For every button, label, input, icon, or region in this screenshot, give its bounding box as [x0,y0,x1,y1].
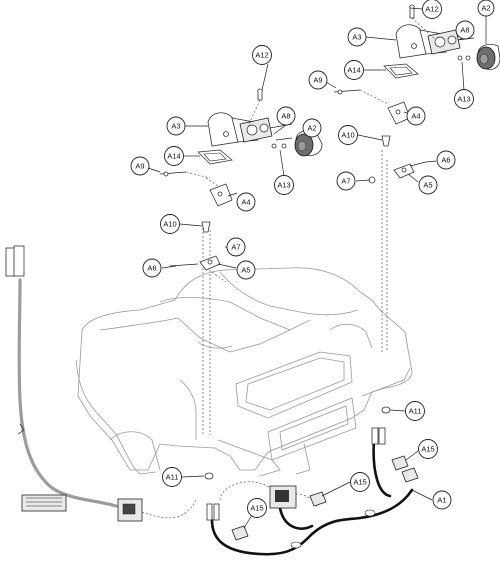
left-wiring-harness [5,245,197,522]
callout-a4-right: A4 [406,106,426,126]
connector-a15-group [231,455,419,541]
callout-label: A12 [425,5,438,14]
callout-a7-left: A7 [226,237,246,257]
callout-label: A12 [255,51,268,60]
callout-a2-left: A2 [302,118,322,138]
callout-a15-center: A15 [350,472,370,492]
callout-label: A3 [352,33,361,42]
callout-label: A4 [241,198,250,207]
callout-label: A10 [163,220,176,229]
callout-label: A6 [441,156,450,165]
callout-label: A9 [313,76,322,85]
callout-a11-right: A11 [405,401,425,421]
callout-label: A15 [250,504,263,513]
callout-label: A10 [341,131,354,140]
callout-a12-right: A12 [422,0,442,19]
callout-label: A8 [460,26,469,35]
callout-a14-left: A14 [164,146,184,166]
harness-plug-left [21,494,67,512]
main-harness-a1 [206,427,414,556]
callout-label: A11 [166,473,179,482]
callout-label: A9 [135,162,144,171]
callout-label: A7 [341,177,350,186]
callout-a8-right: A8 [455,20,475,40]
callout-a1: A1 [432,490,452,510]
left-light-assembly [159,88,323,283]
right-bulb-a12 [409,4,415,19]
callout-label: A6 [147,264,156,273]
callout-label: A5 [241,266,250,275]
right-lens-a2 [476,44,500,70]
callout-a10-right: A10 [338,125,358,145]
callout-a3-left: A3 [166,116,186,136]
right-housing-a3 [395,24,427,59]
rear-shroud-body [75,267,413,477]
callout-a14-right: A14 [344,60,364,80]
callout-a15-left: A15 [247,498,267,518]
callout-label: A15 [353,478,366,487]
callout-a9-right: A9 [308,70,328,90]
callout-a6-right: A6 [436,150,456,170]
callout-a9-left: A9 [130,156,150,176]
callout-label: A1 [437,496,446,505]
callout-a10-left: A10 [160,214,180,234]
callout-a4-left: A4 [236,192,256,212]
callout-label: A2 [481,4,490,13]
callout-a2-right: A2 [477,0,495,17]
callout-label: A7 [231,243,240,252]
callout-a5-right: A5 [418,175,438,195]
callout-a13-right: A13 [454,89,474,109]
callout-a11-left: A11 [162,467,182,487]
callout-label: A5 [423,181,432,190]
callout-a6-left: A6 [142,258,162,278]
callout-label: A13 [457,95,470,104]
left-bulb-a12 [257,88,263,101]
callout-label: A14 [167,152,180,161]
right-bolt-a10 [381,135,391,147]
callout-a7-right: A7 [336,171,356,191]
callout-a15-right: A15 [418,439,438,459]
callout-label: A15 [421,445,434,454]
mounting-lines [202,150,388,435]
callout-a12-left: A12 [252,45,272,65]
callout-label: A8 [281,112,290,121]
left-bolt-a10 [201,221,211,233]
callout-label: A4 [411,112,420,121]
right-light-assembly [333,4,500,184]
callout-a3-right: A3 [347,27,367,47]
callout-label: A13 [277,181,290,190]
harness-connector-top-2 [13,245,25,277]
callout-a5-left: A5 [236,260,256,280]
callout-label: A11 [409,407,422,416]
callout-label: A3 [171,122,180,131]
callout-label: A2 [307,124,316,133]
grommet-a11-group [204,406,391,480]
callout-a8-left: A8 [276,106,296,126]
left-housing-a3 [207,112,239,147]
callout-label: A14 [347,66,360,75]
callout-a13-left: A13 [274,175,294,195]
